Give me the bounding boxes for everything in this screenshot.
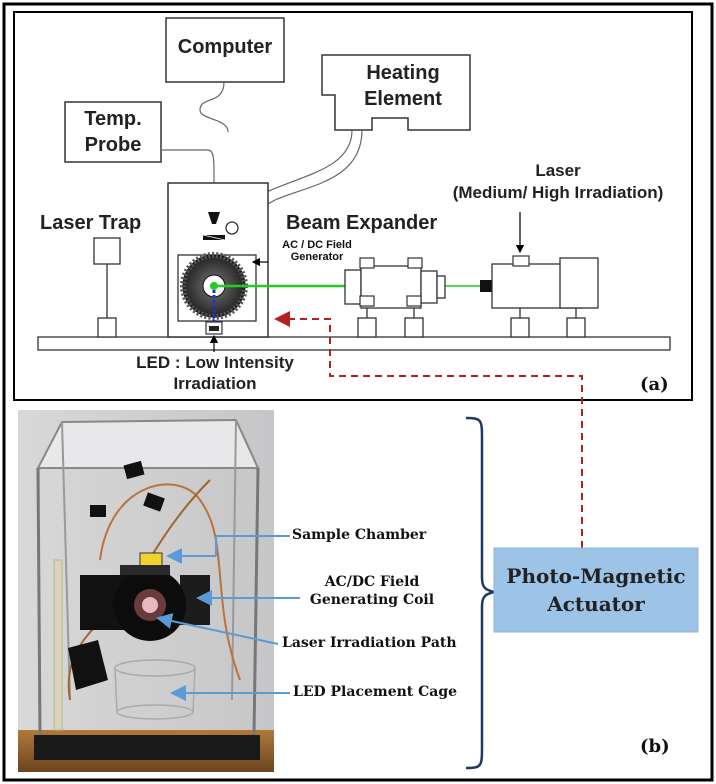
coil-line-1: AC/DC Field — [324, 574, 420, 590]
laser-trap-block — [93, 237, 121, 265]
led-line-1: LED : Low Intensity — [136, 353, 294, 372]
led-cage-label: LED Placement Cage — [293, 684, 458, 700]
laser-line-1: Laser — [535, 161, 581, 180]
actuator-line-2: Actuator — [547, 592, 645, 616]
actuator-line-1: Photo-Magnetic — [506, 564, 686, 588]
laser-line-2: (Medium/ High Irradiation) — [452, 183, 664, 202]
probe-cable — [161, 149, 215, 212]
coil-line-2: Generating Coil — [309, 592, 435, 608]
heating-element-box — [321, 54, 471, 131]
led-label: LED : Low Intensity Irradiation — [100, 352, 330, 394]
photo-magnetic-actuator-box — [493, 547, 699, 633]
temp-probe-box — [64, 101, 162, 163]
acdc-line-2: Generator — [290, 251, 344, 263]
heating-line-1: Heating — [366, 62, 440, 84]
beam-expander — [344, 257, 446, 338]
heating-line-2: Element — [364, 88, 442, 110]
panel-b-bracket — [465, 416, 495, 770]
heating-element-label: Heating Element — [336, 60, 470, 112]
optical-rail — [37, 336, 671, 351]
acdc-generator-label: AC / DC Field Generator — [272, 239, 362, 263]
actuator-label: Photo-Magnetic Actuator — [494, 562, 698, 618]
led-line-2: Irradiation — [173, 374, 257, 393]
arrow-laser-path — [156, 613, 279, 645]
laser-label: Laser (Medium/ High Irradiation) — [438, 160, 678, 204]
laser-path-label: Laser Irradiation Path — [282, 635, 457, 651]
temp-line-1: Temp. — [84, 108, 142, 130]
laser-device — [480, 255, 599, 338]
computer-label: Computer — [177, 36, 273, 58]
acdc-line-1: AC / DC Field — [282, 239, 352, 251]
dashed-control-link — [274, 311, 583, 548]
computer-box — [165, 17, 285, 83]
temp-line-2: Probe — [84, 134, 142, 156]
panel-a-tag: (a) — [640, 374, 669, 395]
coil-label: AC/DC Field Generating Coil — [292, 573, 452, 609]
apparatus-photo — [18, 410, 274, 772]
temp-probe-label: Temp. Probe — [65, 106, 161, 158]
laser-trap-label: Laser Trap — [40, 212, 142, 234]
beam-expander-label: Beam Expander — [286, 212, 438, 234]
panel-b-tag: (b) — [640, 736, 670, 757]
sample-chamber-label: Sample Chamber — [292, 527, 427, 543]
